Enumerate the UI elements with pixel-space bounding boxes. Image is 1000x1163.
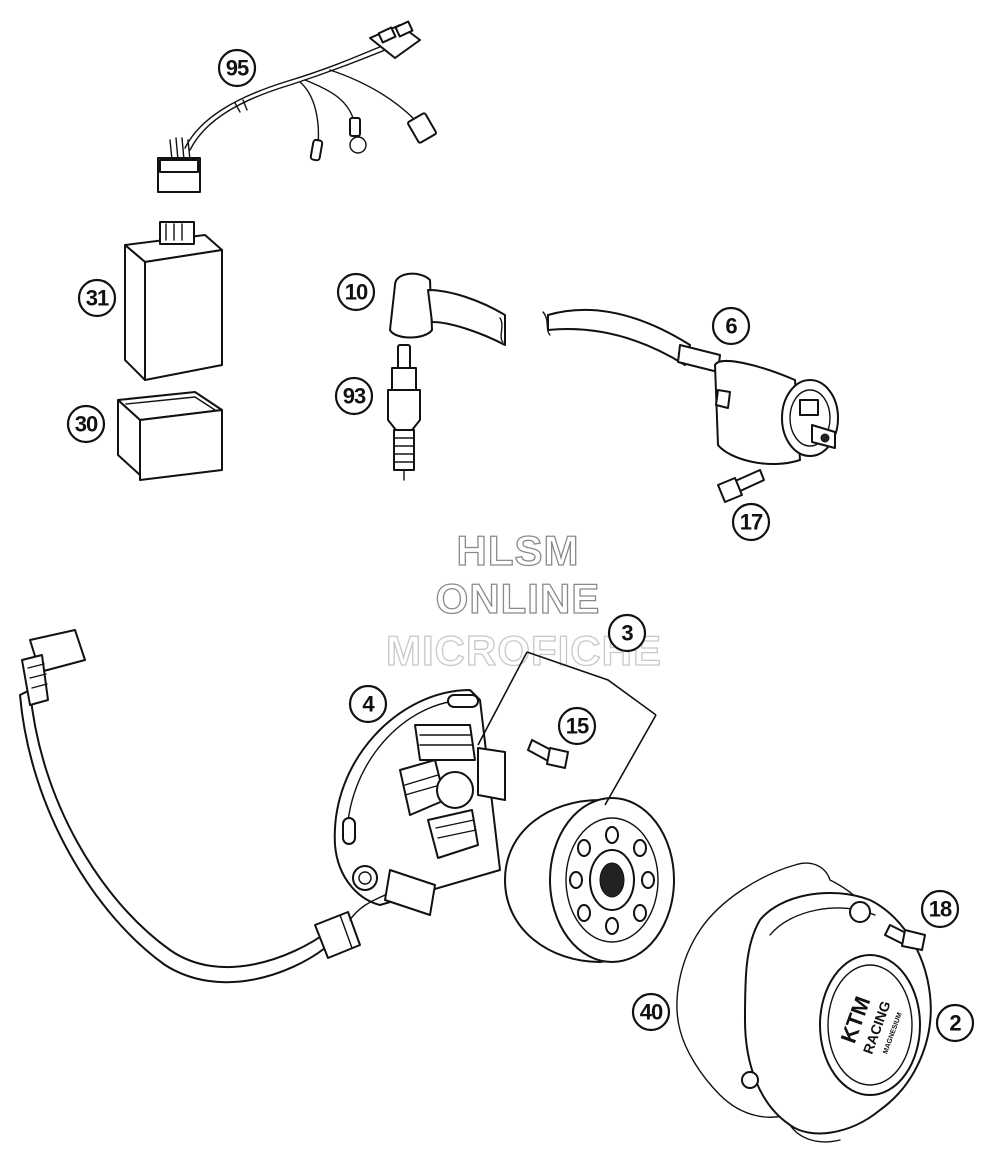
callout-18: 18	[920, 889, 960, 929]
svg-text:95: 95	[226, 56, 249, 81]
stator-4	[333, 689, 506, 916]
cable-grommet	[314, 911, 361, 959]
svg-text:15: 15	[566, 714, 589, 739]
callout-3: 3	[607, 613, 647, 653]
svg-text:2: 2	[949, 1011, 961, 1036]
ignition-cover-2: KTM RACING MAGNESIUM	[741, 891, 932, 1143]
leader-3-bracket	[526, 651, 657, 716]
callout-4: 4	[348, 684, 388, 724]
cdi-unit-31	[124, 221, 223, 381]
svg-text:10: 10	[345, 280, 368, 305]
ignition-lead	[547, 308, 691, 366]
svg-text:31: 31	[86, 286, 109, 311]
coil-bolt-17	[717, 469, 765, 503]
callout-30: 30	[66, 404, 106, 444]
watermark-line1: HLSM	[457, 527, 580, 574]
watermark: HLSM ONLINE MICROFICHE	[385, 526, 661, 674]
flywheel-3	[504, 797, 675, 963]
svg-text:17: 17	[740, 510, 763, 535]
svg-text:93: 93	[343, 384, 366, 409]
callout-31: 31	[77, 278, 117, 318]
ignition-coil-6	[677, 344, 839, 466]
wiring-harness-95	[157, 20, 437, 193]
spark-plug-cap-10	[389, 272, 506, 346]
stator-connector	[21, 629, 86, 706]
spark-plug-93	[387, 344, 421, 481]
cover-bolt-18	[884, 924, 926, 951]
svg-text:30: 30	[75, 412, 98, 437]
cdi-holder-30	[117, 391, 223, 481]
svg-text:40: 40	[640, 1000, 663, 1025]
svg-text:4: 4	[362, 692, 375, 717]
callout-95: 95	[217, 48, 257, 88]
stator-bolt-15	[527, 739, 569, 769]
callout-2: 2	[935, 1003, 975, 1043]
svg-text:3: 3	[621, 621, 633, 646]
callout-17: 17	[731, 502, 771, 542]
svg-text:18: 18	[929, 897, 952, 922]
stator-cable	[19, 689, 331, 984]
callout-40: 40	[631, 992, 671, 1032]
watermark-line2: ONLINE	[436, 575, 601, 622]
svg-text:6: 6	[725, 314, 737, 339]
callout-10: 10	[336, 272, 376, 312]
callout-6: 6	[711, 306, 751, 346]
leader-3-to-stator	[477, 651, 528, 746]
callout-15: 15	[557, 706, 597, 746]
callout-93: 93	[334, 376, 374, 416]
leader-3-to-flywheel	[604, 714, 657, 806]
